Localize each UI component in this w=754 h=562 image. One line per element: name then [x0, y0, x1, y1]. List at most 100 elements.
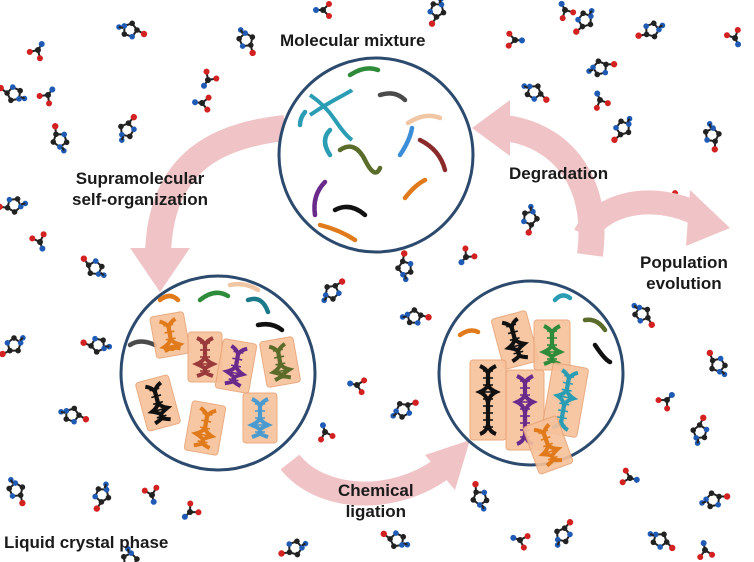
small-molecule-icon — [697, 540, 716, 561]
dna-helix-icon — [158, 317, 185, 353]
small-molecule-icon — [558, 0, 577, 22]
supramolecular-line1: Supramolecular — [75, 169, 205, 188]
nucleotide-molecule-icon — [470, 480, 490, 512]
small-molecule-icon — [313, 1, 332, 19]
liquid-crystal-domain — [469, 359, 507, 441]
nucleotide-molecule-icon — [121, 545, 140, 562]
dna-helix-icon — [308, 88, 354, 142]
nucleotide-molecule-icon — [50, 123, 70, 154]
small-molecule-icon — [510, 533, 531, 551]
nucleic-acid-strand — [332, 204, 368, 218]
nucleotide-molecule-icon — [58, 405, 90, 425]
nucleotide-molecule-icon — [92, 481, 112, 512]
small-molecule-icon — [26, 41, 45, 62]
degradation-arrowhead — [472, 100, 510, 156]
small-molecule-icon — [181, 500, 202, 520]
small-molecule-icon — [200, 68, 220, 89]
small-molecule-icon — [29, 231, 47, 252]
degradation-text: Degradation — [509, 164, 609, 183]
liquid-crystal-domain — [214, 338, 258, 394]
dna-helix-icon — [144, 381, 173, 426]
nucleic-acid-strand — [552, 293, 573, 303]
self-organization-arrowhead — [130, 248, 190, 292]
liquid-crystal-domain — [135, 374, 181, 432]
liquid-crystal-circle — [119, 274, 317, 472]
molecular-mixture-label: Molecular mixture — [280, 30, 426, 51]
small-molecule-icon — [318, 422, 336, 443]
nucleotide-molecule-icon — [631, 302, 655, 329]
population-evolution-label: Population evolution — [640, 252, 728, 294]
population-line2: evolution — [646, 274, 722, 293]
nucleic-acid-strand — [312, 179, 328, 218]
nucleic-acid-strand — [322, 127, 333, 158]
dna-helix-icon — [247, 397, 273, 439]
small-molecule-icon — [36, 86, 56, 107]
nucleic-acid-strand — [457, 328, 481, 338]
molecular-mixture-text: Molecular mixture — [280, 31, 426, 50]
nucleotide-molecule-icon — [0, 84, 28, 104]
nucleic-acid-strand — [592, 342, 613, 365]
nucleotide-molecule-icon — [690, 414, 710, 446]
liquid-crystal-domain — [533, 319, 571, 371]
small-molecule-icon — [593, 90, 611, 111]
liquid-crystal-label: Liquid crystal phase — [4, 532, 168, 553]
nucleotide-molecule-icon — [611, 115, 633, 143]
liquid-crystal-domain — [259, 336, 301, 388]
nucleic-acid-strand — [402, 177, 428, 201]
nucleic-acid-strand — [255, 321, 285, 333]
nucleic-acid-strand — [377, 91, 408, 103]
dna-helix-icon — [191, 406, 217, 450]
nucleotide-molecule-icon — [554, 519, 574, 548]
nucleotide-molecule-icon — [699, 490, 731, 510]
nucleotide-molecule-icon — [521, 203, 540, 236]
population-evolution-arrow — [574, 190, 706, 242]
dna-helix-icon — [551, 368, 579, 432]
nucleotide-molecule-icon — [80, 255, 107, 279]
small-molecule-icon — [347, 377, 368, 396]
liquid-crystal-domain — [242, 392, 278, 444]
ligated-circle — [437, 279, 625, 475]
nucleotide-molecule-icon — [380, 530, 411, 550]
process-arrows — [130, 100, 730, 506]
nucleotide-molecule-icon — [395, 250, 414, 283]
nucleotide-molecule-icon — [647, 531, 676, 552]
chemical-line1: Chemical — [338, 481, 414, 500]
dna-helix-icon — [539, 324, 565, 366]
nucleotide-molecule-icon — [427, 0, 447, 27]
nucleic-acid-strand — [297, 109, 308, 128]
dna-helix-icon — [192, 336, 218, 378]
nucleotide-molecule-icon — [118, 113, 138, 143]
nucleotide-molecule-icon — [399, 307, 432, 326]
nucleic-acid-strand — [405, 113, 443, 126]
nucleic-acid-strand — [227, 281, 261, 293]
nucleic-acid-strand — [417, 137, 448, 173]
population-evolution-arrowhead — [686, 190, 730, 246]
nucleotide-molecule-icon — [390, 399, 419, 420]
degradation-label: Degradation — [509, 163, 608, 184]
dna-helix-icon — [533, 422, 563, 468]
small-molecule-icon — [655, 391, 675, 412]
dna-helix-icon — [268, 342, 295, 382]
chemical-ligation-arrow — [280, 453, 447, 506]
degradation-arrow — [502, 115, 605, 257]
liquid-crystal-domains — [127, 281, 301, 456]
small-molecule-icon — [192, 94, 212, 113]
nucleotide-molecule-icon — [0, 196, 29, 215]
small-molecule-icon — [141, 484, 160, 505]
liquid-crystal-domain — [149, 311, 191, 359]
nucleic-acid-strand — [157, 293, 181, 303]
nucleic-acid-strand — [582, 317, 608, 333]
dna-helix-icon — [501, 317, 530, 364]
nucleotide-molecule-icon — [702, 121, 722, 153]
nucleotide-molecule-icon — [236, 27, 256, 57]
molecular-mixture-circle — [277, 56, 475, 254]
nucleotide-molecule-icon — [80, 335, 113, 355]
supramolecular-label: Supramolecular self-organization — [72, 168, 208, 210]
nucleotide-molecule-icon — [586, 58, 618, 78]
nucleic-acid-strand — [337, 144, 383, 175]
small-molecule-icon — [458, 245, 478, 266]
nucleotide-molecule-icon — [278, 538, 309, 558]
liquid-crystal-domain — [183, 400, 227, 456]
nucleic-acid-strand — [127, 339, 158, 348]
